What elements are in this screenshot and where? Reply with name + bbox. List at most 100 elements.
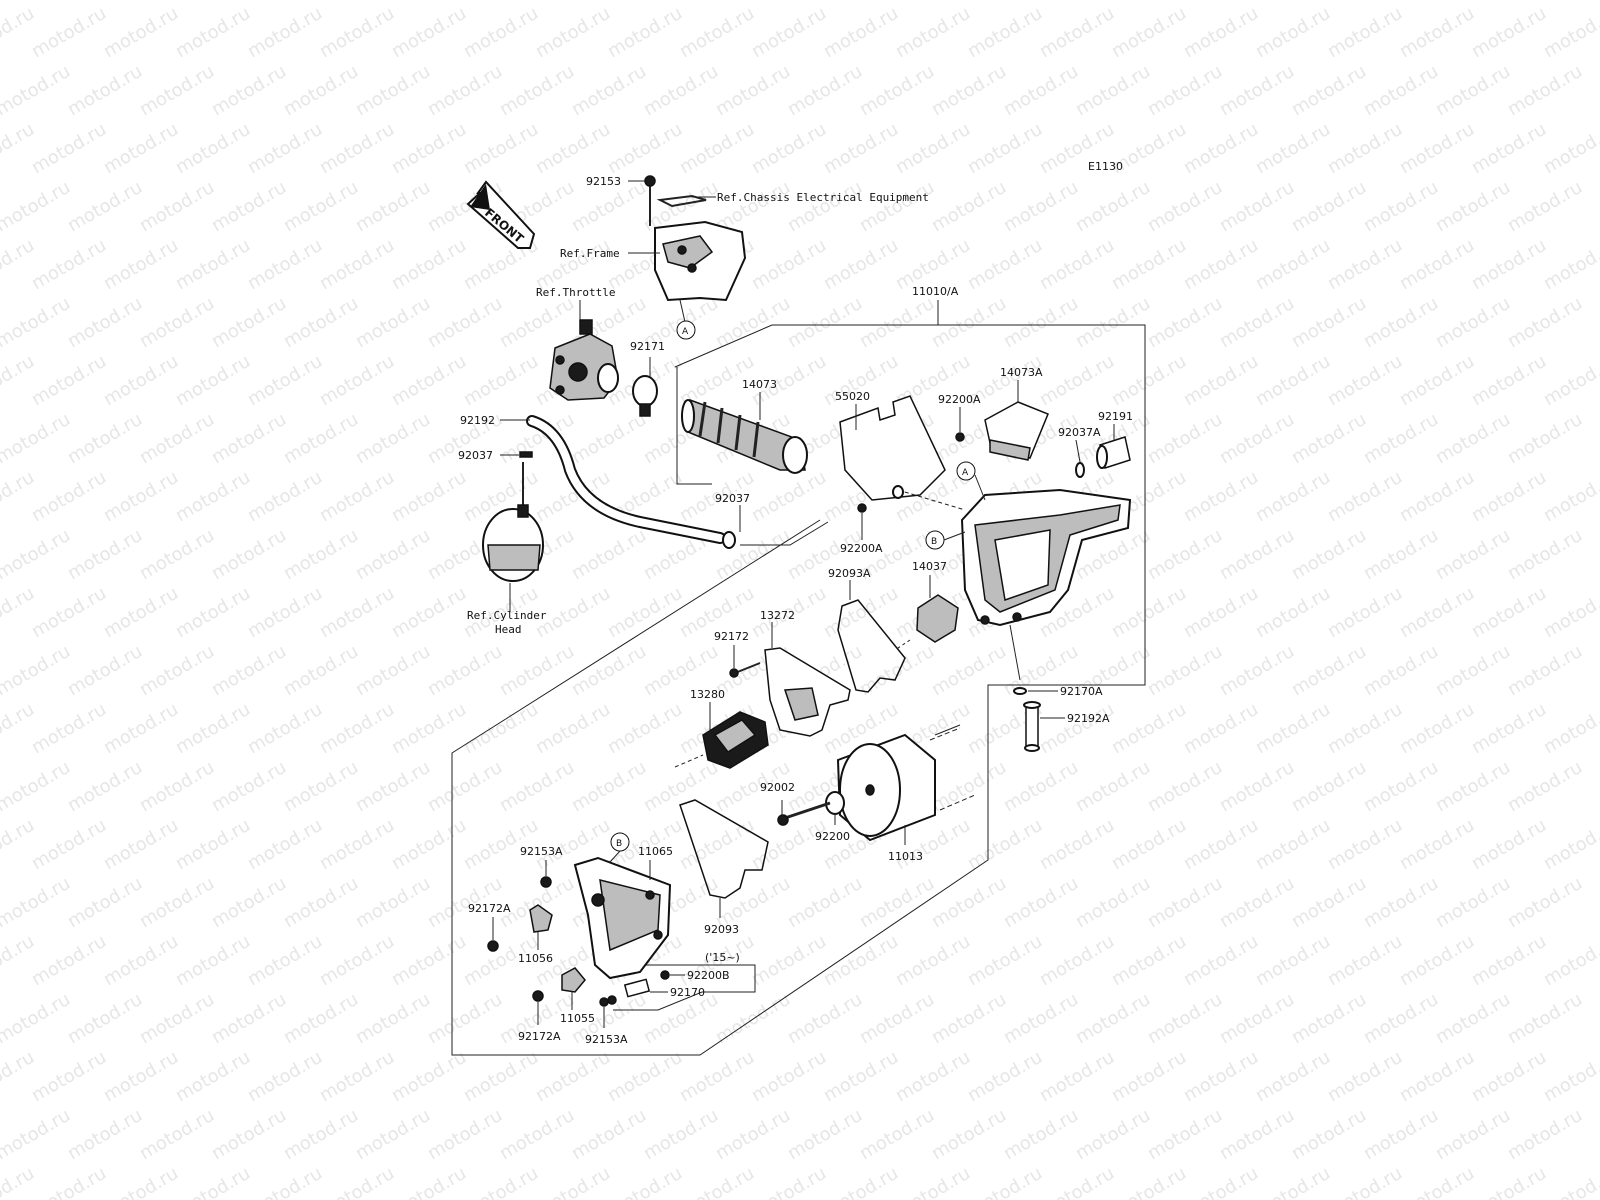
- watermark-text: motod.ru: [100, 351, 182, 410]
- watermark-text: motod.ru: [1468, 1163, 1550, 1200]
- watermark-text: motod.ru: [1000, 293, 1082, 352]
- watermark-text: motod.ru: [316, 815, 398, 874]
- watermark-text: motod.ru: [352, 641, 434, 700]
- watermark-text: motod.ru: [352, 757, 434, 816]
- watermark-text: motod.ru: [1432, 61, 1514, 120]
- watermark-text: motod.ru: [388, 1163, 470, 1200]
- bracket-11056-part: [529, 904, 553, 933]
- watermark-text: motod.ru: [1180, 467, 1262, 526]
- watermark-text: motod.ru: [928, 757, 1010, 816]
- watermark-text: motod.ru: [1180, 931, 1262, 990]
- watermark-text: motod.ru: [1288, 873, 1370, 932]
- watermark-text: motod.ru: [1504, 1105, 1586, 1164]
- watermark-text: motod.ru: [136, 409, 218, 468]
- watermark-text: motod.ru: [1396, 931, 1478, 990]
- watermark-text: motod.ru: [172, 235, 254, 294]
- watermark-text: motod.ru: [316, 3, 398, 62]
- watermark-text: motod.ru: [1324, 119, 1406, 178]
- watermark-text: motod.ru: [0, 1163, 38, 1200]
- label-92200a-mid: 92200A: [840, 542, 883, 555]
- watermark-text: motod.ru: [208, 641, 290, 700]
- watermark-text: motod.ru: [748, 119, 830, 178]
- watermark-text: motod.ru: [424, 1105, 506, 1164]
- watermark-text: motod.ru: [928, 641, 1010, 700]
- watermark-text: motod.ru: [172, 1047, 254, 1106]
- watermark-text: motod.ru: [1144, 757, 1226, 816]
- marker-a-top-text: A: [682, 327, 689, 337]
- watermark-text: motod.ru: [1432, 873, 1514, 932]
- watermark-text: motod.ru: [424, 61, 506, 120]
- watermark-text: motod.ru: [1360, 293, 1442, 352]
- watermark-text: motod.ru: [208, 293, 290, 352]
- watermark-text: motod.ru: [172, 3, 254, 62]
- watermark-text: motod.ru: [1108, 699, 1190, 758]
- filter-element-11013-part: [836, 733, 936, 842]
- watermark-text: motod.ru: [1144, 525, 1226, 584]
- watermark-text: motod.ru: [1540, 119, 1600, 178]
- watermark-text: motod.ru: [1396, 467, 1478, 526]
- watermark-text: motod.ru: [244, 235, 326, 294]
- bolt-92153a-top-icon: [540, 876, 552, 888]
- watermark-text: motod.ru: [64, 409, 146, 468]
- watermark-text: motod.ru: [172, 699, 254, 758]
- watermark-text: motod.ru: [1324, 699, 1406, 758]
- watermark-text: motod.ru: [568, 409, 650, 468]
- watermark-text: motod.ru: [208, 61, 290, 120]
- label-92153a-top: 92153A: [520, 845, 563, 858]
- watermark-text: motod.ru: [1288, 177, 1370, 236]
- watermark-text: motod.ru: [1036, 1163, 1118, 1200]
- label-11056: 11056: [518, 952, 553, 965]
- watermark-text: motod.ru: [1108, 815, 1190, 874]
- watermark-text: motod.ru: [280, 873, 362, 932]
- watermark-text: motod.ru: [1072, 61, 1154, 120]
- assembly-boundary-11010a: [451, 324, 1146, 1056]
- watermark-text: motod.ru: [604, 699, 686, 758]
- watermark-text: motod.ru: [136, 293, 218, 352]
- watermark-text: motod.ru: [1324, 583, 1406, 642]
- watermark-text: motod.ru: [1144, 0, 1226, 4]
- label-92171: 92171: [630, 340, 665, 353]
- watermark-text: motod.ru: [280, 293, 362, 352]
- watermark-text: motod.ru: [100, 235, 182, 294]
- watermark-text: motod.ru: [316, 699, 398, 758]
- watermark-text: motod.ru: [964, 815, 1046, 874]
- cap-14037-part: [916, 594, 959, 643]
- watermark-text: motod.ru: [1360, 409, 1442, 468]
- watermark-text: motod.ru: [280, 0, 362, 4]
- watermark-text: motod.ru: [1000, 873, 1082, 932]
- watermark-text: motod.ru: [1252, 3, 1334, 62]
- plate-55020-part: [839, 395, 946, 501]
- watermark-text: motod.ru: [136, 989, 218, 1048]
- watermark-text: motod.ru: [748, 1047, 830, 1106]
- watermark-text: motod.ru: [964, 235, 1046, 294]
- marker-b-right-text: B: [931, 537, 937, 547]
- watermark-text: motod.ru: [1036, 1047, 1118, 1106]
- watermark-text: motod.ru: [1000, 989, 1082, 1048]
- washer-92200b-icon: [660, 970, 670, 980]
- watermark-text: motod.ru: [1072, 873, 1154, 932]
- watermark-text: motod.ru: [1360, 177, 1442, 236]
- watermark-text: motod.ru: [1036, 351, 1118, 410]
- watermark-text: motod.ru: [676, 1047, 758, 1106]
- watermark-text: motod.ru: [532, 699, 614, 758]
- watermark-text: motod.ru: [1180, 235, 1262, 294]
- watermark-text: motod.ru: [64, 1105, 146, 1164]
- watermark-text: motod.ru: [1072, 293, 1154, 352]
- watermark-text: motod.ru: [712, 1105, 794, 1164]
- watermark-text: motod.ru: [1180, 583, 1262, 642]
- element-13280-part: [702, 711, 769, 769]
- watermark-text: motod.ru: [1216, 61, 1298, 120]
- watermark-text: motod.ru: [1144, 641, 1226, 700]
- watermark-text: motod.ru: [0, 177, 74, 236]
- watermark-text: motod.ru: [352, 409, 434, 468]
- watermark-text: motod.ru: [136, 641, 218, 700]
- watermark-text: motod.ru: [388, 931, 470, 990]
- label-ref-cylinder-1: Ref.Cylinder: [467, 609, 547, 622]
- watermark-text: motod.ru: [28, 119, 110, 178]
- watermark-text: motod.ru: [64, 293, 146, 352]
- watermark-text: motod.ru: [856, 0, 938, 4]
- watermark-text: motod.ru: [1216, 0, 1298, 4]
- watermark-text: motod.ru: [1216, 873, 1298, 932]
- watermark-text: motod.ru: [856, 1105, 938, 1164]
